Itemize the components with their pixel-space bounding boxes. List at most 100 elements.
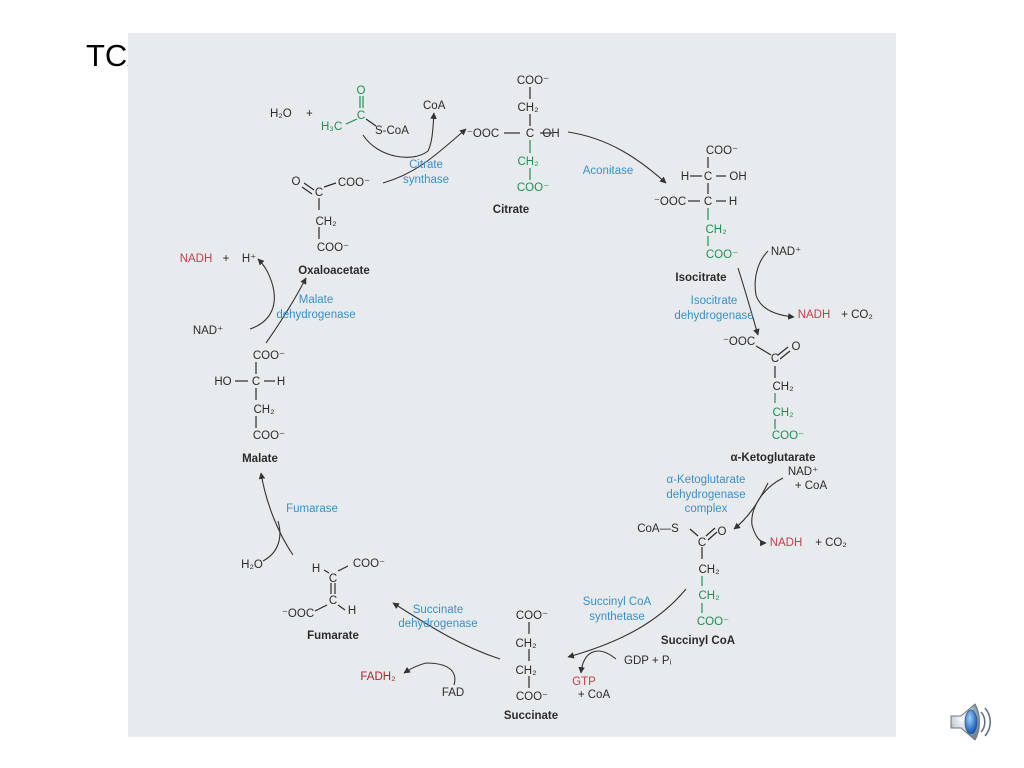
arrow-fumarate-to-malate [258, 472, 294, 556]
arrow-succinylcoa-to-succinate [567, 588, 687, 659]
label-enz-fumarase: Fumarase [286, 503, 338, 515]
label-citrate-ch2-2: CH₂ [517, 156, 538, 168]
label-citrate-coo1: COO⁻ [517, 75, 549, 87]
label-acetyl-h3c: H₃C [321, 121, 342, 133]
label-iso-coo2: COO⁻ [706, 249, 738, 261]
arrow-succinate-to-fumarate [392, 602, 501, 660]
label-iso-coo1: COO⁻ [706, 145, 738, 157]
label-gtp-coa: + CoA [578, 689, 611, 701]
label-mal-ch2: CH₂ [253, 404, 274, 416]
label-fum-c1: C [329, 573, 337, 585]
label-plus-h: + [223, 253, 230, 265]
label-suc-coo2: COO⁻ [516, 691, 548, 703]
arrow-acetyl-in [362, 112, 437, 158]
label-acetyl-scoa: S-CoA [375, 125, 409, 137]
label-coa-top: CoA [423, 100, 446, 112]
label-oaa-coo1: COO⁻ [338, 177, 370, 189]
diagram-background [128, 33, 896, 737]
label-enz-malate-2: dehydrogenase [276, 309, 355, 321]
label-scoa-ch2-1: CH₂ [698, 564, 719, 576]
arrow-oaa-to-citrate [382, 128, 467, 184]
label-acetyl-o: O [357, 85, 366, 97]
label-acetyl-c: C [357, 110, 365, 122]
label-suc-name: Succinate [504, 710, 558, 722]
label-fum-c2: C [329, 595, 337, 607]
label-enz-citrate-2: synthase [403, 174, 449, 186]
label-akg-ch2-2: CH₂ [772, 407, 793, 419]
label-enz-sdh-1: Succinate [413, 604, 464, 616]
label-akg-ch2-1: CH₂ [772, 381, 793, 393]
label-fad: FAD [442, 687, 464, 699]
label-citrate-c: C [526, 128, 534, 140]
arrow-fad-fadh2 [403, 662, 456, 686]
label-gtp: GTP [572, 676, 596, 688]
label-mal-ho: HO [214, 376, 231, 388]
arrow-isocitrate-to-akg [737, 267, 760, 336]
label-akg-coo: COO⁻ [772, 430, 804, 442]
label-scoa-c: C [698, 537, 706, 549]
label-coa-akg: + CoA [795, 480, 828, 492]
label-akg-name: α-Ketoglutarate [730, 452, 815, 464]
label-plus-1: + [306, 108, 313, 120]
label-co2-br: + CO₂ [815, 537, 847, 549]
label-fum-h1: H [312, 563, 320, 575]
label-akg-o: O [792, 341, 801, 353]
speaker-icon[interactable] [947, 698, 995, 746]
label-mal-name: Malate [242, 453, 278, 465]
label-citrate-ooc: ⁻OOC [467, 128, 499, 140]
label-iso-ooc: ⁻OOC [654, 196, 686, 208]
label-oaa-name: Oxaloacetate [298, 265, 370, 277]
label-fum-coo: COO⁻ [353, 558, 385, 570]
label-suc-coo1: COO⁻ [516, 610, 548, 622]
label-iso-c2: C [704, 196, 712, 208]
label-enz-akg-1: α-Ketoglutarate [667, 474, 746, 486]
label-fadh2: FADH₂ [360, 671, 395, 683]
label-akg-ooc: ⁻OOC [723, 336, 755, 348]
label-enz-citrate-1: Citrate [409, 159, 443, 171]
label-mal-c: C [252, 376, 260, 388]
label-oaa-ch2: CH₂ [315, 216, 336, 228]
label-oaa-c: C [315, 187, 323, 199]
label-nad-left: NAD⁺ [193, 325, 223, 337]
label-scoa-name: Succinyl CoA [661, 635, 735, 647]
label-enz-akg-3: complex [685, 503, 728, 515]
label-enz-scs-2: synthetase [589, 611, 645, 623]
reaction-arrows [249, 112, 795, 686]
bond-lines [235, 87, 791, 688]
label-iso-name: Isocitrate [675, 272, 726, 284]
label-citrate-coo2: COO⁻ [517, 182, 549, 194]
label-scoa-ch2-2: CH₂ [698, 590, 719, 602]
arrow-akg-to-succinylcoa [733, 482, 769, 530]
label-nad-idh: NAD⁺ [771, 246, 801, 258]
label-iso-h: H [681, 171, 689, 183]
label-enz-scs-1: Succinyl CoA [583, 596, 652, 608]
label-mal-coo2: COO⁻ [253, 430, 285, 442]
label-citrate-oh: OH [542, 128, 559, 140]
label-iso-ch2: CH₂ [705, 224, 726, 236]
label-h2o-top: H₂O [270, 108, 292, 120]
arrow-malate-to-oaa [265, 277, 307, 344]
arrow-nad-mdh [249, 258, 275, 330]
label-oaa-coo2: COO⁻ [317, 242, 349, 254]
label-hplus: H⁺ [242, 253, 256, 265]
label-iso-oh: OH [729, 171, 746, 183]
label-co2-right: + CO₂ [841, 309, 873, 321]
label-suc-ch2-2: CH₂ [515, 665, 536, 677]
arrow-citrate-to-isocitrate [567, 131, 667, 184]
label-fum-name: Fumarate [307, 630, 359, 642]
label-h2o-left: H₂O [241, 559, 263, 571]
label-suc-ch2-1: CH₂ [515, 638, 536, 650]
label-nadh-right: NADH [798, 309, 831, 321]
label-mal-coo1: COO⁻ [253, 350, 285, 362]
label-enz-malate-1: Malate [299, 294, 334, 306]
label-enz-akg-2: dehydrogenase [666, 489, 745, 501]
label-akg-c: C [771, 353, 779, 365]
label-mal-h: H [277, 376, 285, 388]
label-scoa-coas: CoA—S [637, 523, 679, 535]
label-nadh-br: NADH [770, 537, 803, 549]
label-enz-idh-1: Isocitrate [691, 295, 738, 307]
label-enz-sdh-2: dehydrogenase [398, 618, 477, 630]
arrow-nad-akg [751, 477, 784, 547]
label-scoa-o: O [718, 526, 727, 538]
